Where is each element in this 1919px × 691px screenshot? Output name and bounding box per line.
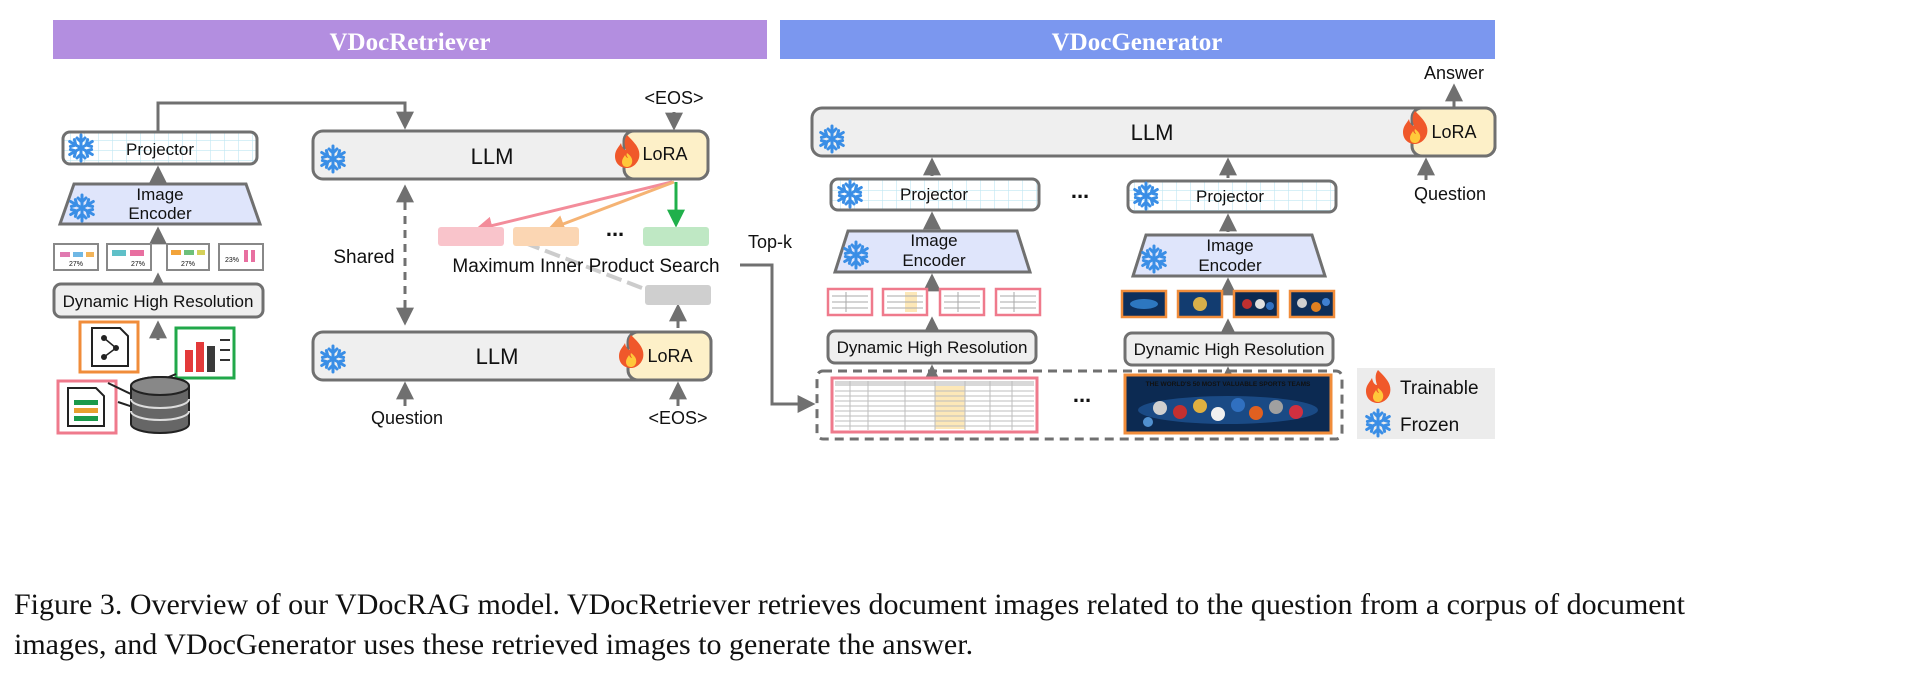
poster-thumbnail bbox=[1176, 289, 1224, 319]
retriever-llm-top: LLM LoRA bbox=[311, 129, 710, 181]
poster-thumbnail bbox=[1232, 289, 1280, 319]
retriever-eos-top: <EOS> bbox=[644, 88, 703, 108]
table-document-icon bbox=[56, 379, 118, 435]
topk-label: Top-k bbox=[748, 232, 793, 252]
poster-thumbnail bbox=[1120, 289, 1168, 319]
query-embedding bbox=[645, 285, 711, 305]
generator-table-thumbnails bbox=[826, 287, 1042, 317]
thumbnail: 23% bbox=[218, 243, 264, 271]
retrieved-poster-image: THE WORLD'S 50 MOST VALUABLE SPORTS TEAM… bbox=[1123, 373, 1333, 435]
thumbnail-label: 27% bbox=[181, 261, 195, 268]
retriever-encoder-line1: Image bbox=[136, 185, 183, 204]
generator-poster-thumbnails bbox=[1120, 289, 1336, 319]
retriever-projector-label: Projector bbox=[126, 140, 194, 159]
generator-question: Question bbox=[1414, 184, 1486, 204]
corpus bbox=[56, 320, 236, 435]
retriever-question: Question bbox=[371, 408, 443, 428]
thumbnail-label: 27% bbox=[69, 261, 83, 268]
generator-projector-right-label: Projector bbox=[1196, 187, 1264, 206]
retriever-eos-bottom: <EOS> bbox=[648, 408, 707, 428]
table-thumbnail bbox=[826, 287, 874, 317]
retrieved-table-image bbox=[830, 376, 1039, 434]
thumbnail: 27% bbox=[53, 243, 99, 271]
retriever-dhr-label: Dynamic High Resolution bbox=[63, 292, 254, 311]
retriever-thumbnails: 27% 27% 27% 23% bbox=[53, 243, 264, 271]
database-icon bbox=[107, 373, 190, 434]
poster-thumbnail bbox=[1288, 289, 1336, 319]
table-thumbnail bbox=[881, 287, 929, 317]
retriever-encoder-line2: Encoder bbox=[128, 204, 192, 223]
generator-llm-label: LLM bbox=[1131, 120, 1174, 145]
generator-projector-left: Projector bbox=[829, 177, 1041, 212]
generator-lora-label: LoRA bbox=[1431, 122, 1476, 142]
poster-title: THE WORLD'S 50 MOST VALUABLE SPORTS TEAM… bbox=[1146, 381, 1311, 388]
thumbnail-label: 23% bbox=[225, 257, 239, 264]
generator-answer: Answer bbox=[1424, 63, 1484, 83]
generator-encoder-left: Image Encoder bbox=[832, 229, 1033, 274]
caption-line-2: images, and VDocGenerator uses these ret… bbox=[14, 628, 974, 661]
retriever-lora-bottom-label: LoRA bbox=[647, 346, 692, 366]
thumbnail: 27% bbox=[106, 243, 152, 271]
retrieved-images-box bbox=[815, 369, 1344, 441]
legend-frozen: Frozen bbox=[1400, 415, 1459, 436]
generator-encoder-right-line1: Image bbox=[1206, 236, 1253, 255]
retriever-header bbox=[53, 20, 767, 59]
thumbnail: 27% bbox=[166, 243, 210, 271]
retriever-dynamic-high-resolution: Dynamic High Resolution bbox=[52, 282, 265, 319]
retriever-llm-top-label: LLM bbox=[471, 144, 514, 169]
retriever-llm-bottom: LLM LoRA bbox=[311, 330, 713, 382]
doc-embedding-orange bbox=[513, 227, 579, 246]
generator-ellipsis-top: ... bbox=[1071, 178, 1089, 203]
flowchart-document-icon bbox=[78, 320, 140, 374]
caption-line-1: Figure 3. Overview of our VDocRAG model.… bbox=[14, 588, 1685, 621]
chart-document-icon bbox=[174, 326, 236, 380]
thumbnail-label: 27% bbox=[131, 261, 145, 268]
generator-encoder-left-line2: Encoder bbox=[902, 251, 966, 270]
retriever-header-title: VDocRetriever bbox=[329, 29, 490, 56]
embedding-ellipsis: ... bbox=[606, 216, 624, 241]
legend: Trainable Frozen bbox=[1357, 368, 1495, 439]
table-thumbnail bbox=[938, 287, 986, 317]
generator-dhr-right: Dynamic High Resolution bbox=[1123, 331, 1335, 367]
doc-embedding-pink bbox=[438, 227, 504, 246]
mips-label: Maximum Inner Product Search bbox=[452, 256, 719, 277]
vdocrag-diagram: VDocRetriever VDocGenerator Projector Im… bbox=[52, 20, 1497, 441]
generator-ellipsis-bottom: ... bbox=[1073, 382, 1091, 407]
generator-llm: LLM LoRA bbox=[810, 106, 1497, 158]
generator-projector-left-label: Projector bbox=[900, 185, 968, 204]
generator-encoder-right: Image Encoder bbox=[1130, 233, 1328, 278]
generator-encoder-left-line1: Image bbox=[910, 231, 957, 250]
generator-encoder-right-line2: Encoder bbox=[1198, 256, 1262, 275]
table-thumbnail bbox=[994, 287, 1042, 317]
generator-header-title: VDocGenerator bbox=[1052, 29, 1223, 56]
retriever-llm-bottom-label: LLM bbox=[476, 344, 519, 369]
figure-caption: Figure 3. Overview of our VDocRAG model.… bbox=[14, 585, 1909, 665]
retriever-lora-top-label: LoRA bbox=[642, 144, 687, 164]
doc-embedding-green bbox=[643, 227, 709, 246]
legend-trainable: Trainable bbox=[1400, 378, 1479, 399]
generator-dhr-right-label: Dynamic High Resolution bbox=[1134, 340, 1325, 359]
generator-dhr-left: Dynamic High Resolution bbox=[826, 329, 1038, 365]
shared-label: Shared bbox=[333, 247, 394, 268]
retriever-image-encoder: Image Encoder bbox=[57, 182, 263, 226]
retriever-projector: Projector bbox=[61, 130, 259, 166]
generator-projector-right: Projector bbox=[1126, 179, 1338, 214]
generator-header bbox=[780, 20, 1495, 59]
generator-dhr-left-label: Dynamic High Resolution bbox=[837, 338, 1028, 357]
